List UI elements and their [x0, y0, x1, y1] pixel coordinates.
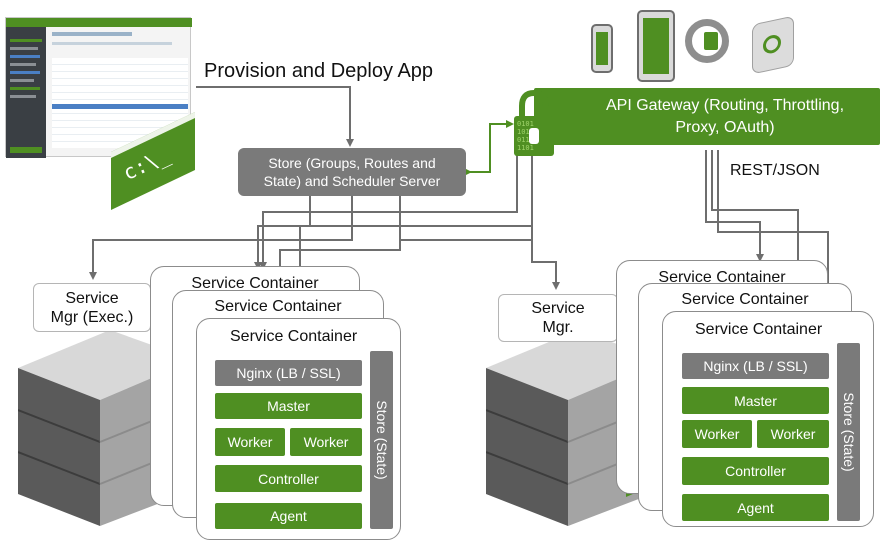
- container-title: Service Container: [214, 298, 342, 315]
- left-service-mgr: Service Mgr (Exec.): [33, 283, 151, 332]
- gateway-to-left-1: [259, 150, 518, 270]
- store-scheduler-server: Store (Groups, Routes and State) and Sch…: [238, 148, 466, 196]
- store-state-label: Store (State): [373, 400, 390, 480]
- worker-box-1: Worker: [682, 420, 752, 448]
- svg-text:1011: 1011: [517, 128, 534, 136]
- api-gateway-line2: Proxy, OAuth): [675, 118, 775, 136]
- controller-box: Controller: [215, 465, 362, 492]
- svg-text:0110: 0110: [517, 136, 534, 144]
- left-service-container-front: Service Container Nginx (LB / SSL) Maste…: [196, 318, 401, 540]
- container-title: Service Container: [681, 291, 809, 308]
- right-service-mgr-line1: Service: [531, 300, 585, 317]
- tablet-icon: [637, 10, 675, 82]
- svg-text:1101: 1101: [517, 144, 534, 152]
- worker-box-2: Worker: [757, 420, 829, 448]
- store-to-left-mgr: [89, 196, 353, 280]
- gateway-to-right-2: [711, 150, 802, 280]
- rest-json-label: REST/JSON: [730, 162, 820, 179]
- svg-text:0101: 0101: [517, 120, 534, 128]
- admin-console-thumbnail: [5, 17, 192, 158]
- gateway-to-right-mgr: [531, 200, 560, 290]
- container-title: Service Container: [191, 275, 319, 292]
- container-title: Service Container: [658, 269, 786, 286]
- agent-box: Agent: [215, 503, 362, 529]
- container-title: Service Container: [230, 328, 358, 345]
- nginx-box: Nginx (LB / SSL): [682, 353, 829, 379]
- left-service-mgr-line2: Mgr (Exec.): [50, 308, 134, 326]
- phone-icon: [591, 24, 613, 73]
- master-box: Master: [215, 393, 362, 419]
- store-server-line1: Store (Groups, Routes and: [268, 155, 436, 171]
- console-topbar: [6, 18, 192, 27]
- store-gateway-sync-arrow: [464, 120, 514, 176]
- console-sidebar: [6, 27, 46, 158]
- controller-box: Controller: [682, 457, 829, 485]
- right-service-mgr-line2: Mgr.: [542, 319, 574, 336]
- store-to-left-container1: [254, 196, 311, 270]
- store-state-bar: Store (State): [837, 343, 860, 521]
- agent-box: Agent: [682, 494, 829, 521]
- nginx-box: Nginx (LB / SSL): [215, 360, 362, 386]
- terminal-icon: c:\_: [111, 112, 195, 210]
- left-service-mgr-line1: Service: [65, 289, 119, 307]
- master-box: Master: [682, 387, 829, 414]
- gateway-to-right-1: [705, 150, 764, 262]
- right-service-container-front: Service Container Nginx (LB / SSL) Maste…: [662, 311, 874, 527]
- gateway-to-left-2: [296, 150, 533, 290]
- provision-label: Provision and Deploy App: [204, 60, 434, 82]
- worker-box-1: Worker: [215, 428, 285, 456]
- store-server-line2: State) and Scheduler Server: [263, 173, 441, 189]
- right-service-mgr: Service Mgr.: [498, 294, 618, 342]
- api-gateway: API Gateway (Routing, Throttling, Proxy,…: [534, 88, 880, 145]
- api-gateway-line1: API Gateway (Routing, Throttling,: [605, 96, 845, 114]
- worker-box-2: Worker: [290, 428, 362, 456]
- iot-device-icon: [752, 15, 794, 75]
- store-state-label: Store (State): [840, 392, 857, 472]
- container-title: Service Container: [695, 321, 823, 338]
- provision-arrow: [196, 86, 354, 147]
- wearable-icon: [685, 19, 729, 63]
- store-state-bar: Store (State): [370, 351, 393, 529]
- gateway-to-right-3: [717, 150, 832, 310]
